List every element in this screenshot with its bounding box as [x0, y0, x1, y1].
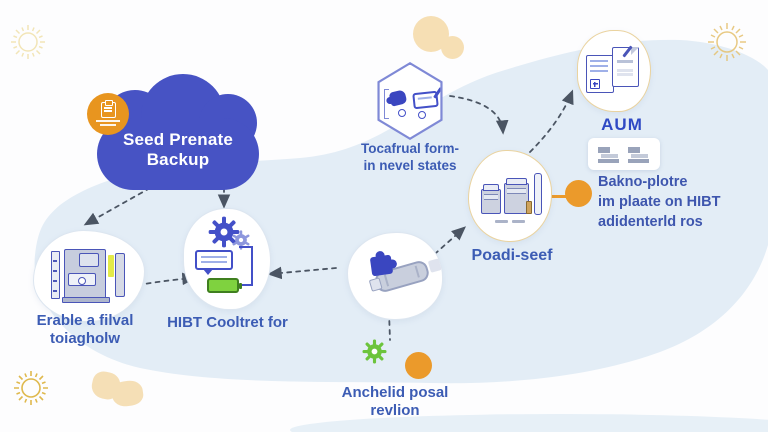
printer-label: Erable a filval toiagholw: [36, 312, 134, 347]
cloud-title-line2: Backup: [146, 150, 210, 169]
poadi-node: [468, 150, 552, 242]
hibt-label: HIBT Cooltret for: [167, 314, 288, 331]
puzzle-node: [347, 232, 443, 320]
copier-machine-icon: [51, 247, 127, 305]
coin-circle-icon: [417, 110, 426, 119]
coin-circle-icon: [397, 108, 406, 117]
tan-detail: [526, 200, 532, 214]
clipboard-glyph: [100, 100, 116, 119]
bracket-shape: [239, 246, 253, 286]
chat-card-icon: [195, 250, 233, 275]
document-form-icon: [586, 55, 614, 93]
battery-icon: [207, 278, 242, 293]
hibt-node: [183, 208, 271, 310]
printer-node: [33, 230, 145, 322]
gear-icon: [208, 216, 240, 248]
puzzle-piece-icon: [369, 254, 394, 277]
proposal-label: Anchelid posal revlion: [341, 384, 449, 419]
aum-detail-card: [588, 138, 660, 170]
gear-chat-battery-icon: [195, 216, 259, 298]
vertical-bar: [534, 172, 542, 215]
storage-jars-icon: [479, 169, 542, 217]
cloud-title-line1: Seed Prenate: [122, 130, 234, 149]
hexagon-label: Tocafrual form- in nevel states: [360, 141, 459, 173]
orange-dot: [565, 180, 592, 207]
machine-glyph: [598, 145, 620, 163]
aum-label: AUM: [601, 115, 643, 134]
hexagon-inner: [379, 64, 441, 138]
aum-node: [577, 30, 651, 112]
documents-icon: [584, 45, 644, 97]
badge-text-line: [96, 120, 120, 122]
orange-dot: [405, 352, 432, 379]
poadi-label: Poadi-seef: [471, 247, 553, 264]
peach-circle-small: [441, 36, 464, 59]
orange-connector-line: [544, 195, 570, 198]
machine-glyph: [628, 145, 650, 163]
payment-card-icon: [411, 90, 439, 109]
donation-hand-icon: [388, 88, 407, 107]
backup-cloud: Seed Prenate Backup: [97, 74, 259, 190]
small-gear-icon: [232, 230, 250, 250]
clipboard-badge-icon: [87, 93, 129, 135]
green-gear-icon: [362, 339, 387, 364]
hexagon-node: [377, 62, 443, 140]
badge-text-line: [100, 124, 116, 126]
jar-icon: [504, 177, 529, 214]
cloud-shape: [97, 118, 259, 190]
note-text: Bakno-plotre im plaate on HIBT adidenter…: [598, 174, 721, 230]
tiny-caption-marks: [495, 219, 525, 224]
puzzle-roll-icon: [359, 248, 431, 304]
jar-icon: [481, 183, 501, 214]
cloud-title: Seed Prenate Backup: [97, 130, 259, 170]
bracket-glyph: [383, 88, 389, 119]
